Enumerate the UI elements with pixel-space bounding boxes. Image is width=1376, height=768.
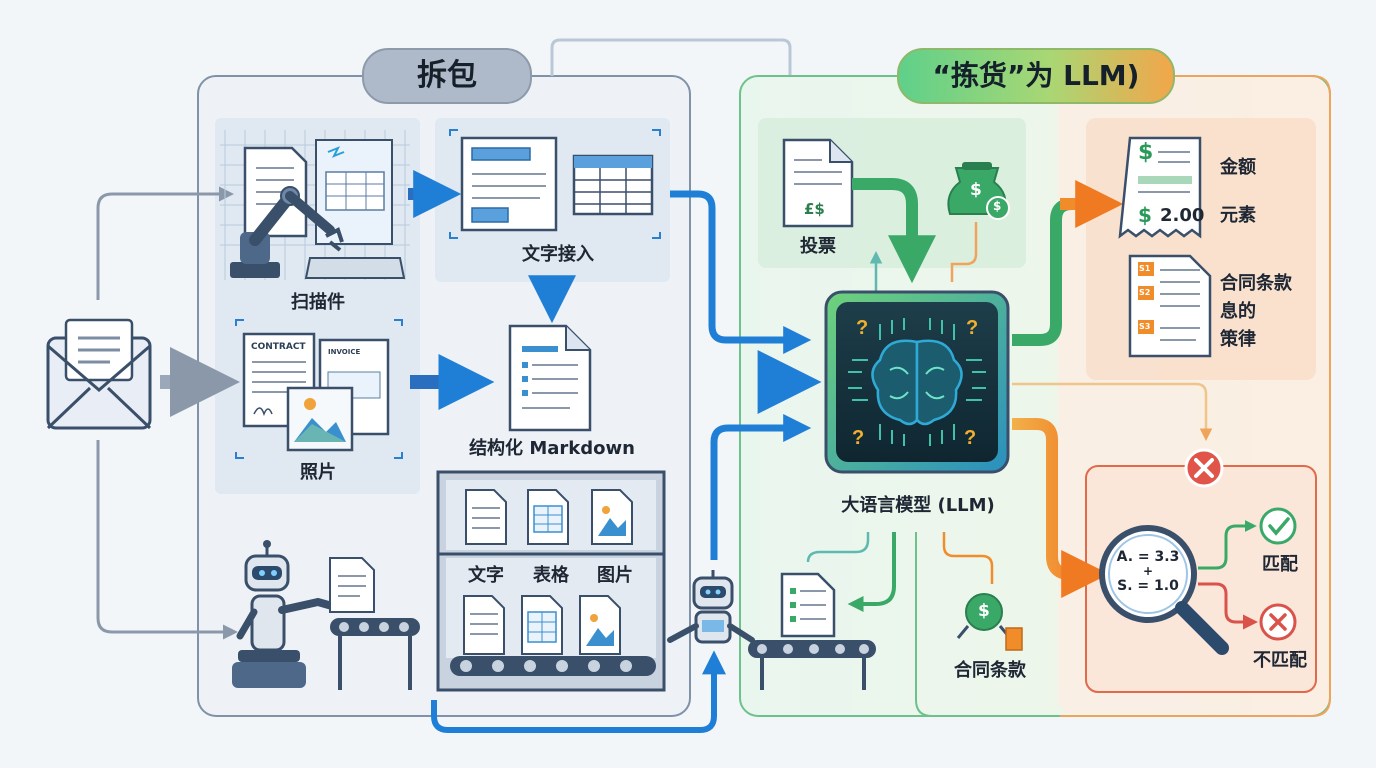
shelf-table-label: 表格 bbox=[533, 565, 569, 586]
terms-line-3: 策律 bbox=[1220, 329, 1256, 350]
text-layout-icon bbox=[449, 129, 661, 239]
shelf-image-label: 图片 bbox=[597, 565, 633, 586]
sorting-shelf bbox=[436, 470, 666, 692]
contract-checklist-icon bbox=[748, 572, 876, 690]
invoice-doc-text: INVOICE bbox=[328, 348, 361, 356]
element-label: 元素 bbox=[1220, 205, 1256, 226]
text-ingest-label: 文字接入 bbox=[522, 244, 594, 265]
no-match-label: 不匹配 bbox=[1253, 650, 1307, 671]
reject-cross-icon bbox=[1184, 448, 1224, 488]
money-bag-icon bbox=[947, 162, 1010, 220]
contract-coin-symbol: $ bbox=[978, 601, 990, 621]
no-match-cross-icon bbox=[1259, 603, 1297, 641]
formula-line-3: S. = 1.0 bbox=[1117, 578, 1179, 594]
receipt-dollar-top: $ bbox=[1138, 140, 1154, 165]
money-coin-symbol: $ bbox=[993, 199, 1002, 213]
worker-robot-icon bbox=[232, 540, 420, 690]
pick-section-title: “拣货”为 LLM) bbox=[897, 48, 1175, 104]
shelf-text-label: 文字 bbox=[468, 565, 504, 586]
row-tag-3: S3 bbox=[1139, 322, 1151, 331]
svg-text:?: ? bbox=[852, 427, 864, 449]
match-label: 匹配 bbox=[1262, 554, 1298, 575]
scan-robot-arm-icon bbox=[220, 130, 410, 280]
terms-document-icon bbox=[1128, 254, 1212, 358]
row-tag-2: S2 bbox=[1139, 288, 1151, 297]
magnifier-icon bbox=[1099, 525, 1229, 655]
loader-robot-icon bbox=[667, 570, 755, 644]
terms-line-1: 合同条款 bbox=[1220, 273, 1292, 294]
contract-doc-text: CONTRACT bbox=[251, 342, 306, 352]
match-check-icon bbox=[1259, 507, 1297, 545]
markdown-document-icon bbox=[508, 324, 592, 432]
svg-text:?: ? bbox=[966, 317, 978, 339]
terms-line-2: 息的 bbox=[1220, 301, 1256, 322]
llm-chip-icon: ? ? ? ? bbox=[824, 290, 1010, 474]
svg-text:?: ? bbox=[964, 427, 976, 449]
currency-symbols: £$ bbox=[804, 200, 825, 218]
email-envelope-icon bbox=[46, 318, 152, 430]
structured-markdown-label: 结构化 Markdown bbox=[469, 438, 635, 459]
formula-line-1: A. = 3.3 bbox=[1116, 549, 1180, 565]
row-tag-1: S1 bbox=[1139, 264, 1151, 273]
amount-value: 2.00 bbox=[1160, 205, 1205, 226]
receipt-dollar-bottom: $ bbox=[1138, 203, 1152, 227]
money-bag-symbol: $ bbox=[970, 180, 982, 200]
invoice-document-icon bbox=[782, 138, 854, 228]
contract-terms-bottom-label: 合同条款 bbox=[954, 660, 1026, 681]
scan-label: 扫描件 bbox=[291, 292, 345, 313]
formula-line-2: + bbox=[1142, 564, 1154, 578]
receipt-icon bbox=[1118, 136, 1202, 239]
vote-label: 投票 bbox=[800, 236, 836, 257]
svg-text:?: ? bbox=[856, 317, 868, 339]
unpack-section-title: 拆包 bbox=[362, 48, 532, 104]
photo-label: 照片 bbox=[300, 462, 336, 483]
llm-label: 大语言模型 (LLM) bbox=[841, 495, 995, 516]
amount-label: 金额 bbox=[1220, 157, 1256, 178]
contract-money-icon bbox=[956, 593, 1023, 651]
photo-documents-icon bbox=[235, 319, 403, 459]
